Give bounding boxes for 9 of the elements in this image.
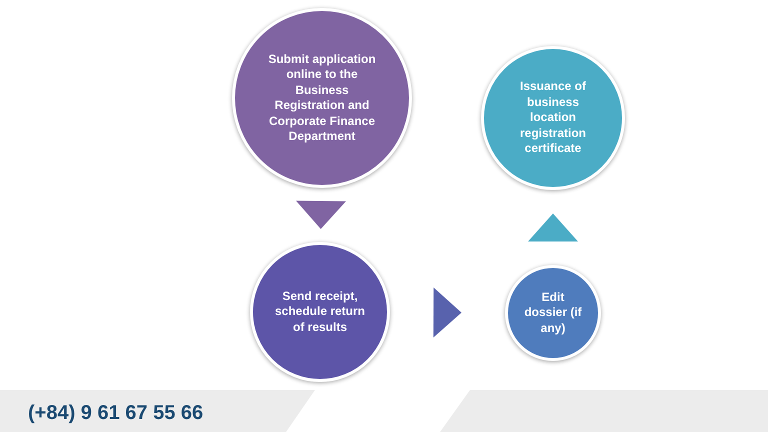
step-circle bbox=[505, 265, 601, 361]
step-label: Send receipt, schedule return of results bbox=[274, 288, 366, 336]
step-label: Edit dossier (if any) bbox=[523, 290, 583, 336]
triangle-arrow bbox=[296, 200, 346, 229]
step-label: Issuance of business location registration certificate bbox=[518, 79, 588, 157]
triangle-arrow bbox=[528, 214, 578, 242]
triangle-arrow bbox=[433, 288, 462, 338]
step-label: Submit application online to the Business Registration and Corporate Finance Department bbox=[267, 52, 377, 144]
phone-number: (+84) 9 61 67 55 66 bbox=[28, 401, 204, 425]
